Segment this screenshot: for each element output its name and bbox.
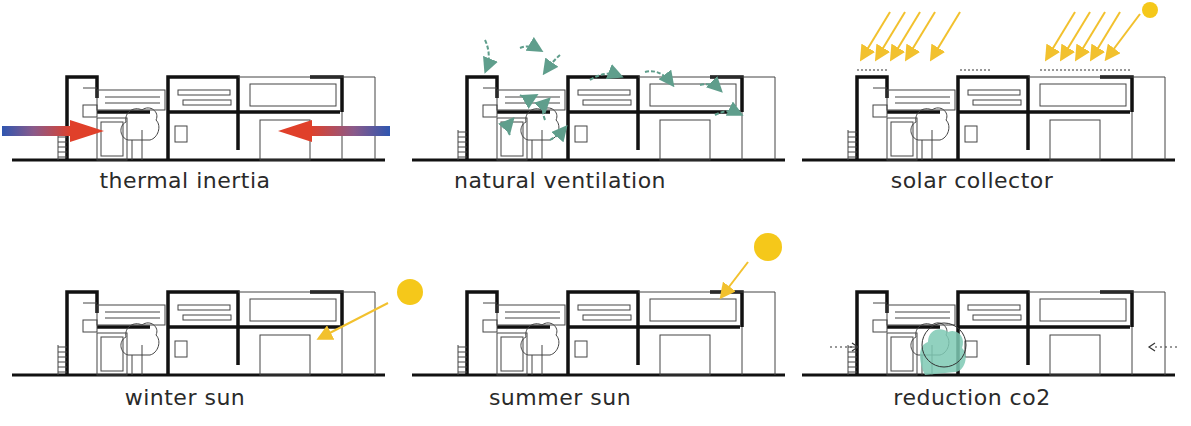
- caption-label: reduction co2: [893, 385, 1050, 410]
- caption-label: natural ventilation: [454, 168, 666, 193]
- caption-label: winter sun: [125, 385, 246, 410]
- caption-label: thermal inertia: [99, 168, 270, 193]
- caption-label: summer sun: [489, 385, 631, 410]
- caption-label: solar collector: [891, 168, 1054, 193]
